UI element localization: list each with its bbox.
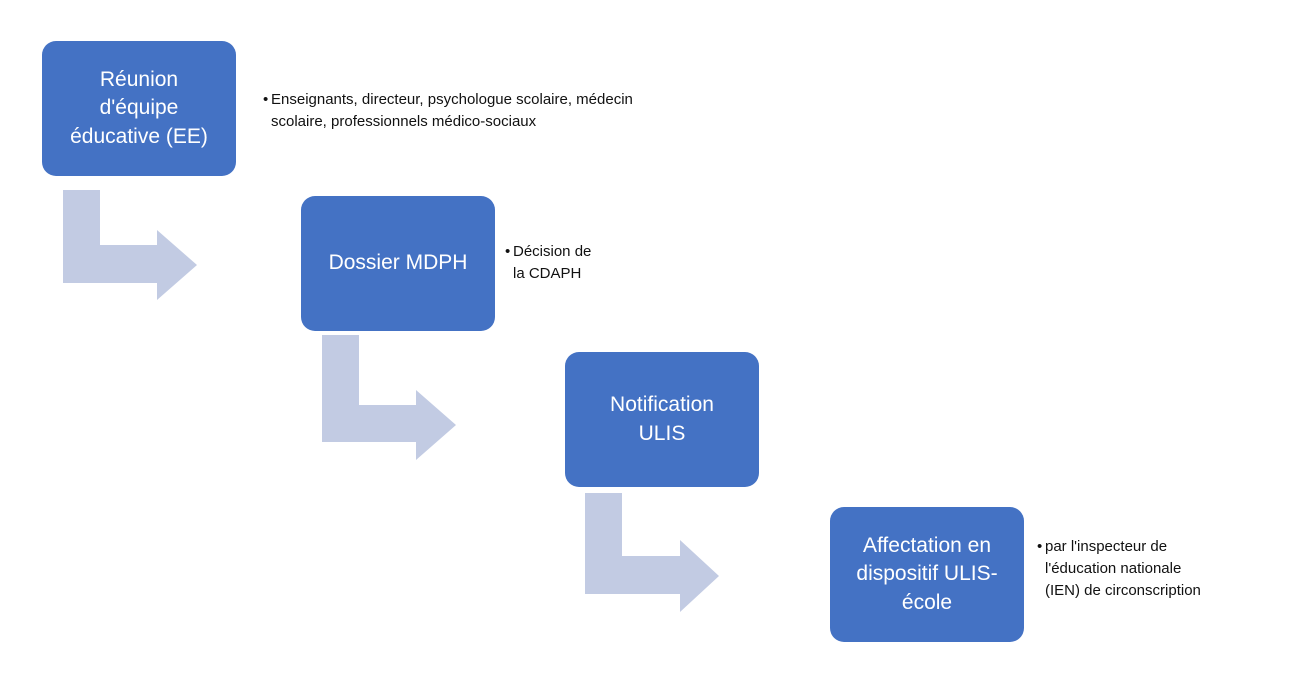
- step-box-equipe-educative: Réunion d'équipe éducative (EE): [42, 41, 236, 176]
- bullet-icon: •: [1037, 538, 1043, 555]
- step-note-text: Enseignants, directeur, psychologue scol…: [271, 91, 633, 130]
- step-box-affectation-ulis: Affectation en dispositif ULIS- école: [830, 507, 1024, 642]
- bent-arrow-3: [585, 493, 719, 612]
- step-note-text: par l'inspecteur de l'éducation national…: [1045, 538, 1201, 599]
- step-box-dossier-mdph: Dossier MDPH: [301, 196, 495, 331]
- bullet-icon: •: [505, 243, 511, 260]
- bent-arrow-1: [63, 190, 197, 300]
- step-note-text: Décision de la CDAPH: [513, 243, 592, 282]
- step-box-notification-ulis: Notification ULIS: [565, 352, 759, 487]
- step-note-affectation-ulis: • par l'inspecteur de l'éducation nation…: [1037, 536, 1287, 601]
- step-note-equipe-educative: • Enseignants, directeur, psychologue sc…: [263, 89, 803, 133]
- step-note-dossier-mdph: • Décision de la CDAPH: [505, 241, 665, 285]
- bullet-icon: •: [263, 91, 269, 108]
- bent-arrow-2: [322, 335, 456, 460]
